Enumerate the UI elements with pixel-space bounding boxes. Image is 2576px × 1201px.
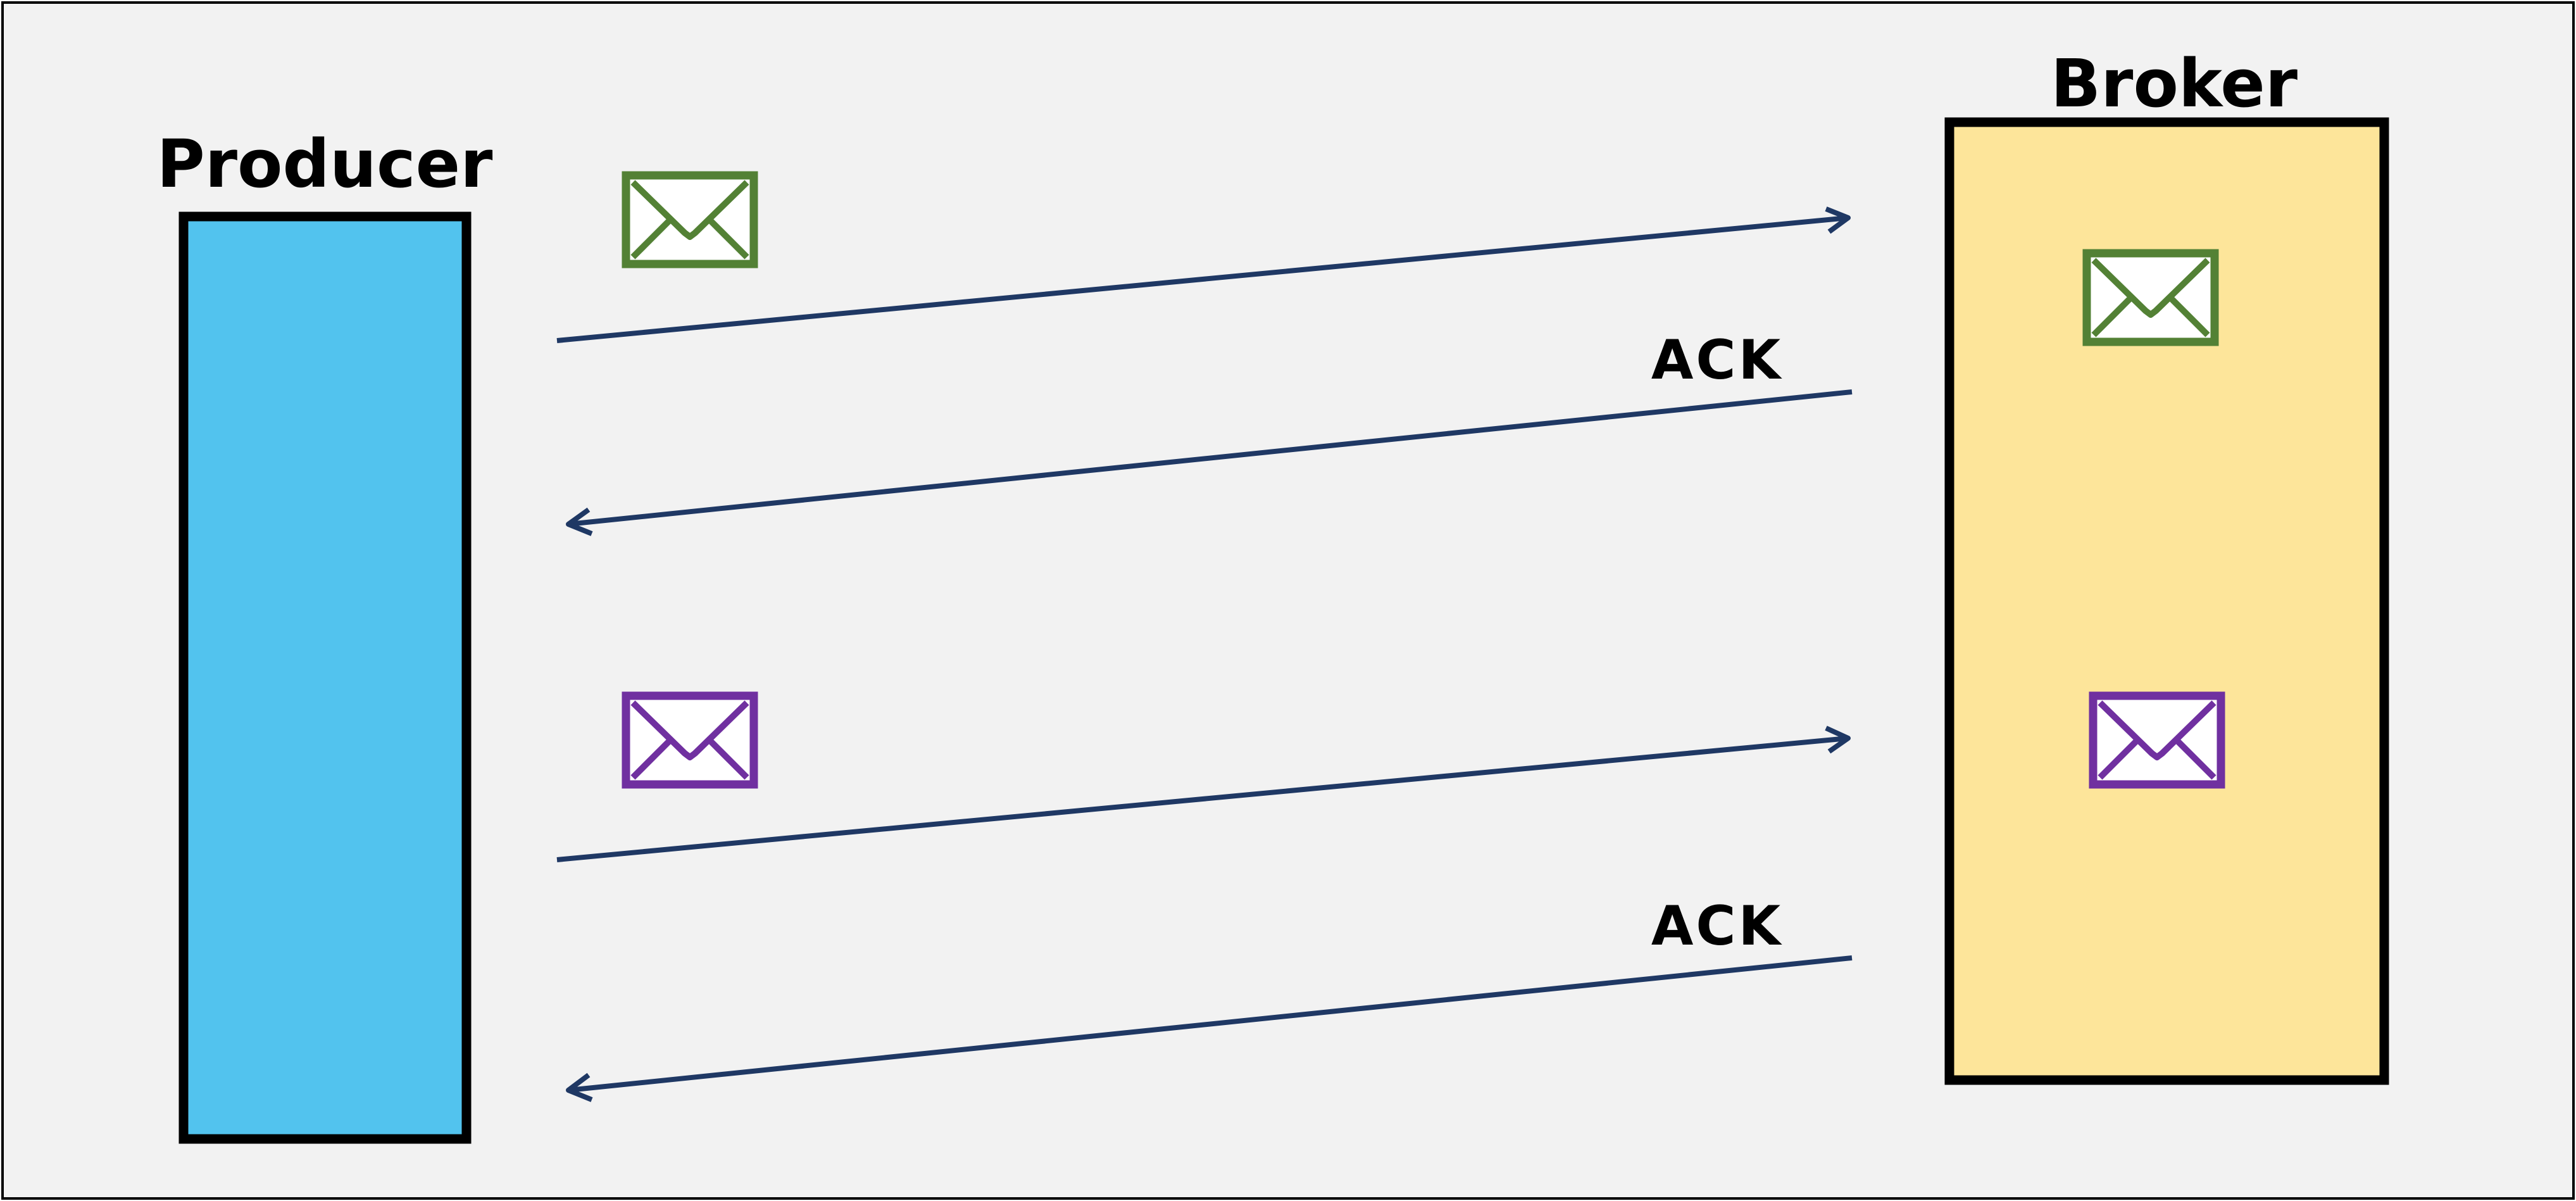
- envelope-icon: [626, 175, 754, 264]
- message-2: ACK: [556, 696, 2221, 1102]
- producer-node: Producer: [157, 125, 493, 1144]
- ack-arrow-2: [566, 955, 1853, 1102]
- broker-node: Broker: [1944, 45, 2389, 1085]
- ack-label-1: ACK: [1651, 329, 1783, 392]
- producer-label: Producer: [157, 125, 493, 203]
- send-arrow-1: [556, 206, 1851, 343]
- producer-box: [178, 211, 472, 1144]
- send-arrow-2: [556, 726, 1851, 862]
- ack-label-2: ACK: [1651, 895, 1783, 958]
- envelope-icon: [626, 696, 754, 784]
- message-1: ACK: [556, 175, 2215, 536]
- envelope-icon: [2093, 696, 2221, 784]
- broker-label: Broker: [2051, 45, 2298, 122]
- envelope-icon: [2087, 253, 2215, 342]
- ack-arrow-1: [566, 389, 1853, 536]
